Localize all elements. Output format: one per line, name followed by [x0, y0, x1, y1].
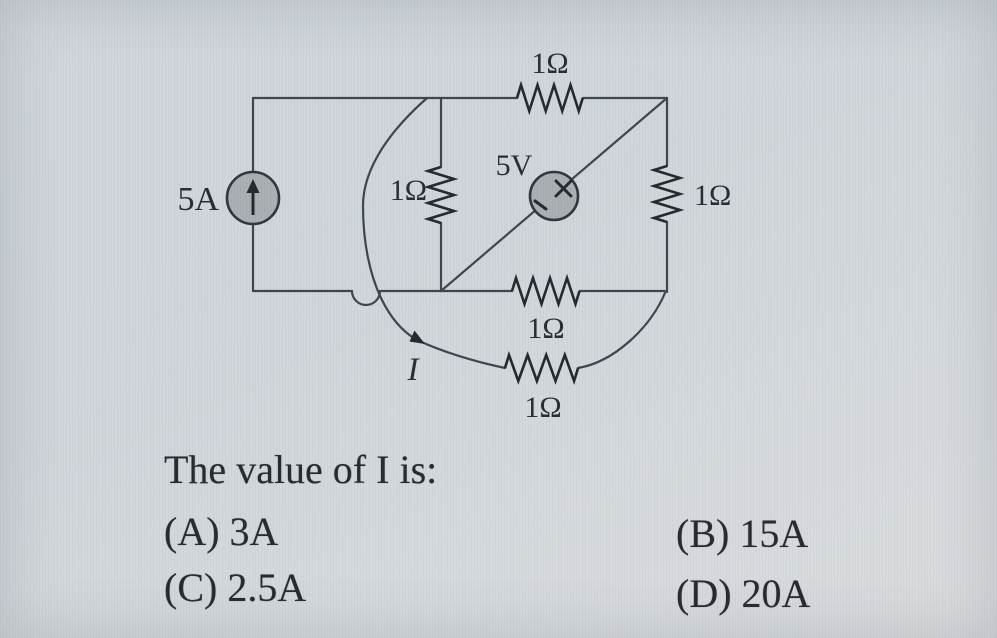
top-resistor — [515, 80, 584, 116]
right-resistor-label: 1Ω — [694, 179, 731, 212]
voltage-source-label: 5V — [496, 149, 533, 182]
current-source-label: 5A — [177, 181, 219, 218]
wires — [251, 96, 669, 370]
lower-branch-arc-right — [576, 291, 667, 370]
circuit-diagram: 5A 5V 1Ω 1Ω 1Ω 1Ω 1Ω I — [177, 47, 731, 424]
current-label: I — [407, 352, 421, 388]
lower-resistor — [503, 350, 580, 386]
top-resistor-label: 1Ω — [531, 47, 568, 80]
option-d: (D) 20A — [676, 571, 811, 616]
lower-resistor-label: 1Ω — [524, 391, 561, 424]
minus-mark — [533, 199, 548, 211]
crossover-hop — [350, 289, 382, 307]
right-resistor — [649, 164, 685, 224]
middle-resistor-label: 1Ω — [390, 174, 427, 207]
middle-resistor — [423, 165, 459, 225]
voltage-source-polarity — [533, 179, 573, 211]
plus-x-mark — [554, 179, 573, 198]
current-source — [225, 170, 281, 226]
bridge-resistor — [510, 273, 581, 309]
option-a: (A) 3A — [164, 509, 279, 554]
lower-branch-arc-middle — [415, 338, 507, 370]
current-source-arrowhead — [246, 179, 260, 193]
resistors — [423, 80, 685, 386]
bridge-resistor-label: 1Ω — [527, 312, 564, 345]
option-b: (B) 15A — [676, 511, 809, 556]
option-c: (C) 2.5A — [164, 565, 307, 610]
lower-branch-arc-left — [361, 96, 429, 342]
voltage-source — [528, 170, 580, 222]
current-arrowhead — [409, 330, 425, 344]
question-prompt: The value of I is: — [164, 447, 438, 492]
